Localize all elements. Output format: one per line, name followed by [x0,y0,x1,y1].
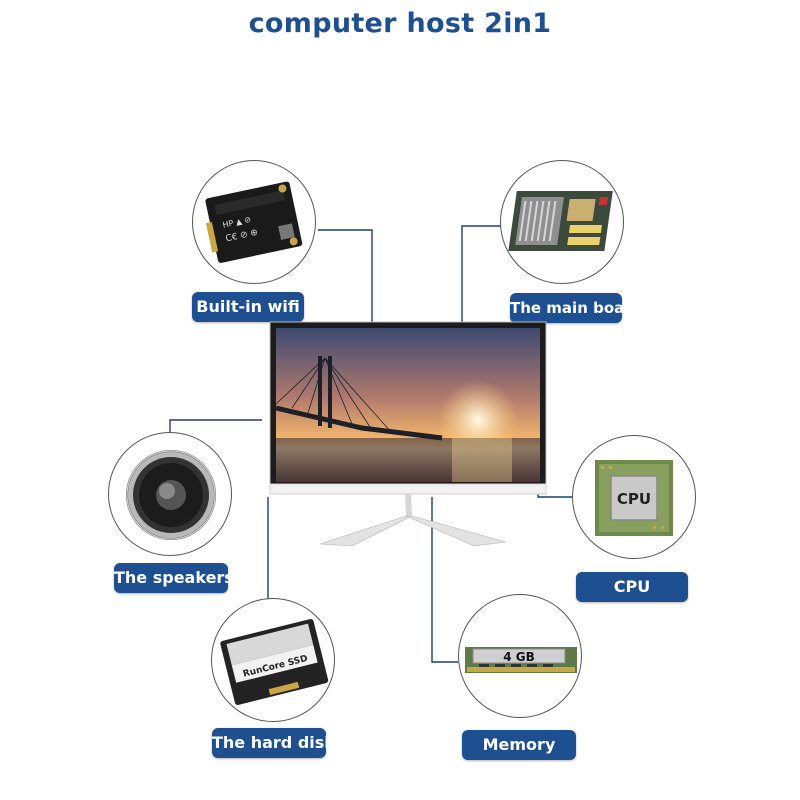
connector-wifi [318,229,373,332]
ram-stick-icon: 4 GB [465,647,577,673]
memory-circle: 4 GB [458,594,582,718]
ram-capacity-text: 4 GB [503,650,535,664]
mainboard-label: The main board [510,293,642,323]
speaker-circle [108,432,232,556]
wifi-card-icon: HP ▲ ⊘ C€ ⊘ ⊕ [205,181,303,263]
ssd-icon: RunCore SSD [220,618,329,705]
wifi-card-circle: HP ▲ ⊘ C€ ⊘ ⊕ [192,160,316,284]
connector-mainboard [461,225,504,332]
cpu-label: CPU [576,572,688,602]
cpu-chip-text: CPU [617,490,651,508]
connector-memory [431,497,458,663]
cpu-circle: CPU [572,435,696,559]
speaker-icon [126,450,216,540]
harddisk-circle: RunCore SSD [211,598,335,722]
wifi-label: Built-in wifi [192,292,304,322]
monitor-illustration [269,321,547,547]
memory-label: Memory [462,730,576,760]
speakers-label: The speakers [114,563,234,593]
harddisk-label: The hard disk [212,728,335,758]
motherboard-icon [508,191,613,251]
cpu-chip-icon: CPU [595,460,673,536]
page-title: computer host 2in1 [248,8,552,39]
connector-speakers [169,419,262,432]
mainboard-circle [500,160,624,284]
